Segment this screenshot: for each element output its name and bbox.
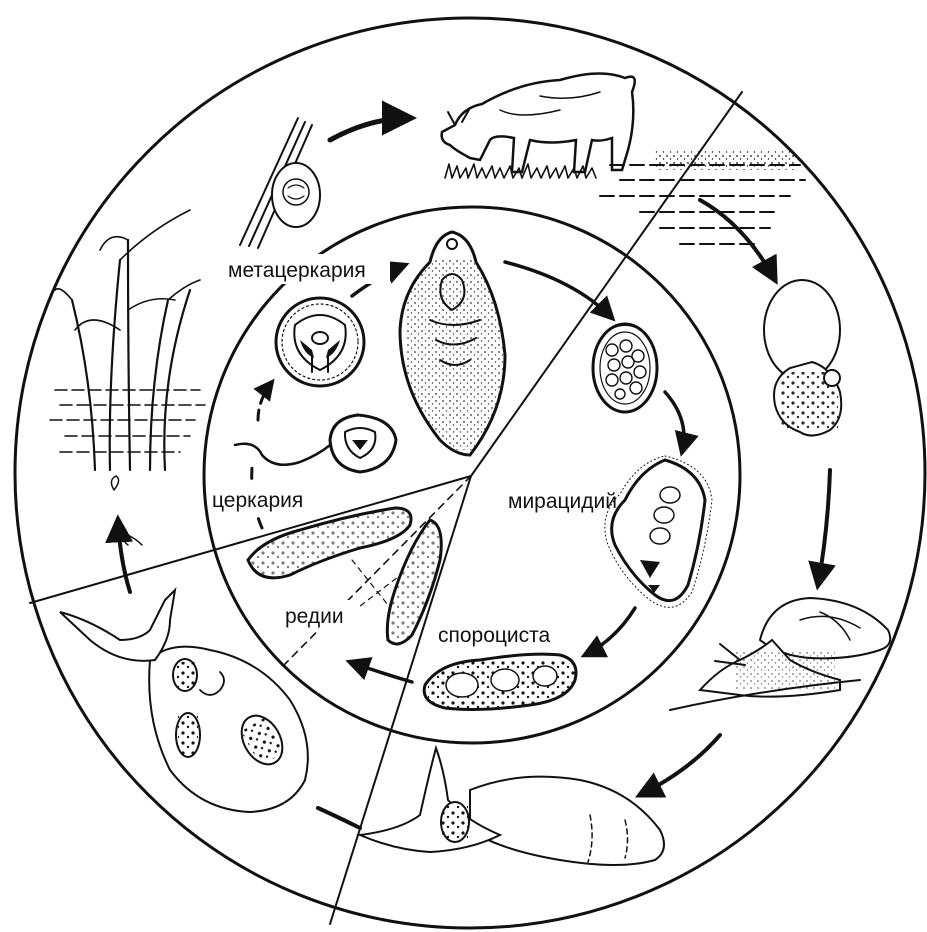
arrow-miracidium-to-sporocyst bbox=[585, 608, 635, 655]
cow-illustration bbox=[442, 73, 805, 244]
reeds-illustration bbox=[50, 210, 205, 545]
miracidium bbox=[605, 456, 712, 607]
arrow-snail-to-water bbox=[118, 520, 130, 592]
water-lines bbox=[600, 165, 805, 244]
arrow-egg-to-miracidium bbox=[665, 392, 684, 452]
sporocyst bbox=[424, 654, 576, 710]
adult-fluke bbox=[400, 232, 505, 455]
label-miracidium: мирацидий bbox=[508, 490, 617, 513]
hatching-egg bbox=[764, 280, 841, 436]
label-metacercaria: метацеркария bbox=[228, 259, 366, 282]
cyst-metacercaria bbox=[276, 298, 364, 386]
snail-dissected bbox=[60, 590, 308, 812]
arrow-adult-to-egg bbox=[505, 262, 612, 318]
snail-right bbox=[670, 598, 890, 710]
snail-bottom bbox=[360, 748, 664, 865]
metacercaria-on-stem bbox=[240, 118, 320, 248]
arrow-snail-to-snail bbox=[640, 735, 720, 795]
cercaria bbox=[235, 415, 396, 472]
arrow-sporocyst-to-rediae bbox=[350, 662, 412, 682]
label-rediae: редии bbox=[285, 605, 344, 628]
arrow-cercaria-to-cyst bbox=[258, 382, 272, 420]
label-cercaria: церкария bbox=[212, 489, 303, 512]
label-sporocyst: спороциста bbox=[438, 624, 551, 647]
divider-host-upper bbox=[471, 92, 742, 476]
arrow-egg-to-snail bbox=[818, 470, 830, 585]
arrow-metacercaria-to-cow bbox=[330, 118, 410, 140]
arrow-snail-to-snail-left bbox=[318, 808, 360, 828]
egg bbox=[593, 324, 657, 412]
